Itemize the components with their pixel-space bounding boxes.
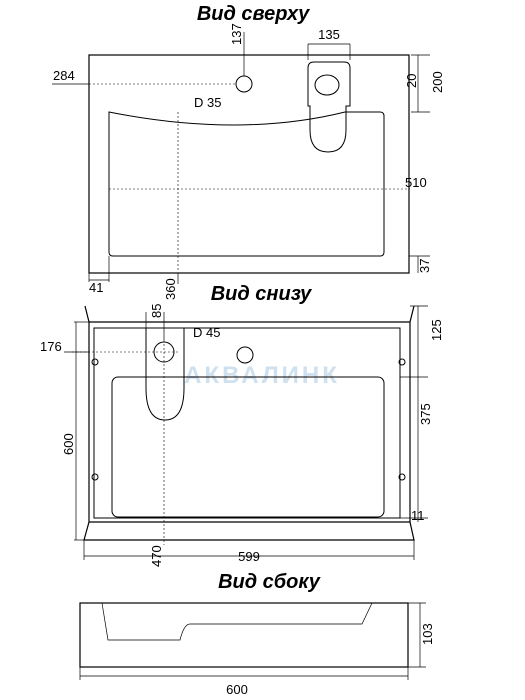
bottom-view (64, 305, 428, 560)
bottom-view-secondary-hole (236, 346, 254, 364)
bottom-view-title: Вид снизу (211, 283, 312, 305)
mount-hole-left-bottom (91, 473, 99, 481)
top-view-bowl (108, 111, 385, 257)
bottom-view-inner-frame (93, 327, 401, 519)
dim-599: 599 (238, 549, 260, 564)
dim-41: 41 (89, 280, 103, 295)
bottom-view-outline (83, 305, 415, 541)
dim-135: 135 (318, 27, 340, 42)
dim-hole-d35: D 35 (194, 95, 221, 110)
watermark-text: АКВАЛИНК (184, 362, 340, 389)
dim-11: 11 (411, 508, 425, 523)
top-view-hole-d35 (235, 75, 253, 93)
side-view-bowl-profile (101, 602, 373, 641)
mount-hole-left-top (91, 358, 99, 366)
dim-600-height: 600 (61, 433, 76, 455)
dim-470: 470 (149, 545, 164, 567)
dim-125: 125 (429, 319, 444, 341)
top-view-faucet-cutout (307, 61, 351, 153)
mount-hole-right-bottom (398, 473, 406, 481)
top-view-faucet-hole (314, 74, 340, 96)
bottom-view-faucet-body (145, 327, 185, 421)
side-view (79, 602, 426, 680)
dim-510: 510 (405, 175, 427, 190)
dim-176: 176 (40, 339, 62, 354)
top-view-title: Вид сверху (197, 3, 310, 25)
dim-137: 137 (229, 23, 244, 45)
dim-103: 103 (420, 623, 435, 645)
dim-360: 360 (163, 278, 178, 300)
side-view-title: Вид сбоку (218, 571, 321, 593)
bottom-view-bowl (111, 376, 385, 518)
top-view (52, 32, 430, 284)
dim-20: 20 (404, 74, 419, 88)
dim-200: 200 (430, 71, 445, 93)
dim-85: 85 (149, 304, 164, 318)
dim-284: 284 (53, 68, 75, 83)
dim-375: 375 (418, 403, 433, 425)
dim-600-side: 600 (226, 682, 248, 697)
mount-hole-right-top (398, 358, 406, 366)
top-view-outline (88, 54, 410, 274)
dim-hole-d45: D 45 (193, 325, 220, 340)
side-view-outline (79, 602, 409, 668)
dim-37: 37 (417, 259, 432, 273)
